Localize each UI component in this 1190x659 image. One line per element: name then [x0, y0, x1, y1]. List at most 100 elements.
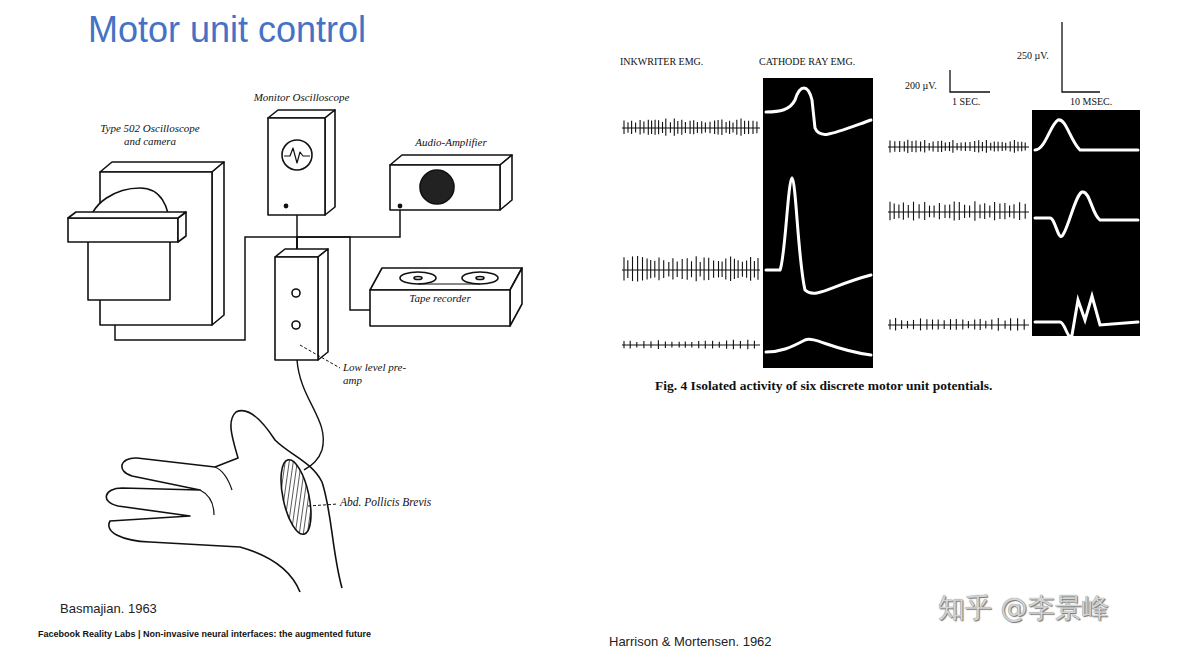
spike-stroke	[643, 341, 644, 348]
watermark: 知乎 @李景峰	[938, 592, 1109, 623]
spike-stroke	[650, 260, 651, 278]
spike-stroke	[718, 261, 719, 277]
spike-stroke	[901, 320, 902, 329]
spike-stroke	[704, 257, 705, 280]
spike-stroke	[894, 203, 895, 219]
spike-stroke	[729, 121, 730, 134]
spike-stroke	[746, 261, 747, 278]
spike-stroke	[718, 120, 719, 134]
spike-stroke	[750, 257, 751, 281]
spike-stroke	[757, 258, 758, 280]
spike-stroke	[623, 121, 624, 135]
spike-stroke	[691, 261, 692, 277]
spike-stroke	[1017, 142, 1018, 152]
spike-stroke	[651, 121, 652, 135]
spike-stroke	[1002, 142, 1003, 151]
trace-baseline	[888, 211, 1029, 212]
spike-stroke	[1025, 143, 1026, 151]
spike-stroke	[1009, 206, 1010, 218]
spike-stroke	[663, 260, 664, 278]
spike-stroke	[665, 341, 666, 348]
spike-stroke	[708, 258, 709, 280]
spike-stroke	[705, 341, 706, 349]
spike-stroke	[908, 205, 909, 218]
spike-stroke	[944, 320, 945, 329]
spike-stroke	[952, 140, 953, 153]
muscle-label: Abd. Pollicis Brevis	[340, 496, 431, 509]
spike-stroke	[933, 142, 934, 152]
spike-stroke	[632, 256, 633, 281]
device-label: Type 502 Oscilloscope and camera	[94, 122, 206, 147]
trace-baseline	[888, 146, 1029, 147]
spike-stroke	[721, 119, 722, 135]
reference: Basmajian. 1963	[60, 602, 157, 617]
spike-stroke	[681, 120, 682, 135]
spike-stroke	[938, 319, 939, 329]
spike-stroke	[889, 202, 890, 221]
spike-stroke	[701, 121, 702, 133]
spike-stroke	[696, 256, 697, 281]
spike-stroke	[691, 342, 692, 348]
spike-stroke	[1025, 204, 1026, 219]
spike-stroke	[670, 122, 671, 133]
spike-stroke	[713, 261, 714, 278]
trace-baseline	[888, 324, 1029, 325]
emg-figure	[622, 22, 1140, 368]
wire-connector	[297, 237, 370, 310]
oscilloscope-drawing	[68, 162, 224, 325]
spike-stroke	[637, 256, 638, 282]
spike-stroke	[709, 122, 710, 134]
reference: Harrison & Mortensen. 1962	[609, 635, 772, 650]
spike-stroke	[998, 142, 999, 152]
spike-stroke	[1010, 318, 1011, 330]
spike-stroke	[974, 320, 975, 330]
preamp-box: Low level pre-amp	[275, 249, 328, 360]
spike-stroke	[929, 206, 930, 218]
spike-stroke	[982, 142, 983, 151]
spike-stroke	[939, 203, 940, 219]
spike-stroke	[965, 142, 966, 151]
scale-label: 250 µV.	[1017, 50, 1049, 62]
spike-stroke	[889, 140, 890, 152]
spike-stroke	[677, 262, 678, 278]
spike-stroke	[991, 320, 992, 330]
spike-stroke	[756, 122, 757, 134]
spike-stroke	[894, 141, 895, 152]
device-label: Monitor Oscilloscope	[233, 91, 370, 104]
spike-stroke	[1017, 318, 1018, 330]
spike-stroke	[1010, 142, 1011, 152]
spike-stroke	[640, 120, 641, 134]
spike-stroke	[961, 142, 962, 150]
spike-stroke	[974, 201, 975, 221]
spike-stroke	[949, 142, 950, 151]
spike-stroke	[904, 142, 905, 152]
spike-stroke	[655, 120, 656, 135]
spike-stroke	[671, 342, 672, 348]
spike-stroke	[705, 122, 706, 132]
spike-stroke	[937, 141, 938, 152]
footer-text: Facebook Reality Labs | Non-invasive neu…	[38, 629, 371, 639]
spike-stroke	[964, 205, 965, 218]
spike-stroke	[627, 122, 628, 133]
spike-stroke	[725, 259, 726, 280]
device-label: Tape recorder	[400, 292, 480, 305]
tape-recorder-box: Tape recorder	[370, 268, 522, 326]
slide-title: Motor unit control	[88, 9, 366, 50]
spike-stroke	[627, 260, 628, 278]
spike-stroke	[907, 140, 908, 153]
spike-stroke	[913, 202, 914, 221]
spike-stroke	[990, 143, 991, 151]
spike-stroke	[1024, 319, 1025, 330]
scale-label: 200 µV.	[905, 80, 937, 92]
spike-stroke	[978, 140, 979, 152]
spike-stroke	[924, 140, 925, 153]
spike-stroke	[674, 119, 675, 136]
spike-stroke	[643, 122, 644, 134]
amplifier-drawing	[390, 155, 512, 210]
spike-stroke	[911, 141, 912, 152]
spike-stroke	[1014, 140, 1015, 153]
spike-stroke	[748, 121, 749, 134]
spike-stroke	[979, 204, 980, 218]
